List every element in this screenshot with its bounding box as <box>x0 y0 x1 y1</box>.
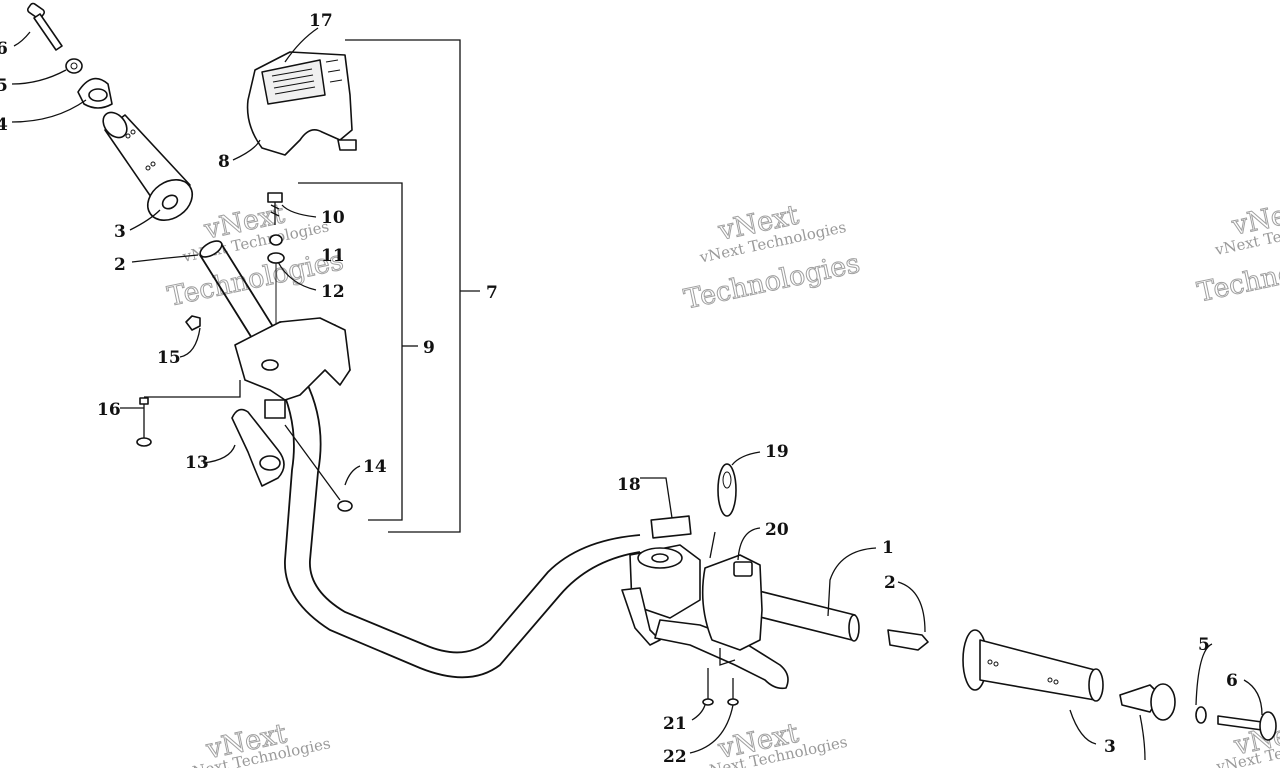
lock-washer <box>269 234 283 246</box>
right-bar-end-weight <box>1119 683 1176 721</box>
callout-20: 20 <box>765 520 789 540</box>
cap-screw <box>267 192 283 225</box>
watermark-bottom-center: vNext vNext Technologies <box>698 717 848 768</box>
switch-housing <box>234 317 351 419</box>
callout-11: 11 <box>321 246 345 266</box>
callout-5-right: 5 <box>1198 635 1210 655</box>
callout-15: 15 <box>157 348 181 368</box>
right-grip <box>962 629 1104 702</box>
callout-7: 7 <box>486 283 498 303</box>
callout-22: 22 <box>663 747 687 767</box>
callout-19: 19 <box>765 442 789 462</box>
callout-1: 1 <box>882 538 894 558</box>
throttle-lever <box>231 408 285 487</box>
callout-18: 18 <box>617 475 641 495</box>
callout-12: 12 <box>321 282 345 302</box>
left-grip <box>102 111 194 221</box>
callout-2-left: 2 <box>114 255 126 275</box>
callout-14: 14 <box>363 457 387 477</box>
callout-9: 9 <box>423 338 435 358</box>
left-bar-end-weight <box>77 77 113 109</box>
rubber-grommet <box>717 463 737 517</box>
callout-6-left: 6 <box>0 39 8 59</box>
right-grip-insert <box>887 629 929 651</box>
throttle-housing <box>701 554 763 651</box>
callout-8: 8 <box>218 152 230 172</box>
mount-screw-a <box>702 668 714 706</box>
watermark-bottom-left: vNext vNext Technologies <box>182 718 332 768</box>
brake-master-cylinder <box>621 544 701 646</box>
right-washer <box>1195 706 1207 724</box>
brake-warning-decal <box>650 515 692 539</box>
left-washer <box>65 58 83 74</box>
mount-screw-b <box>727 678 739 706</box>
leader-lines <box>11 27 1263 761</box>
lock-nut <box>185 315 201 331</box>
callout-21: 21 <box>663 714 687 734</box>
callout-labels: 6 5 4 3 2 8 17 10 11 12 15 16 13 14 9 7 … <box>0 11 1238 767</box>
callout-3-left: 3 <box>114 222 126 242</box>
callout-3-right: 3 <box>1104 737 1116 757</box>
lever-screw <box>284 424 353 512</box>
watermark-top-center: Technologies vNext vNext Technologies <box>681 199 863 316</box>
callout-2-right: 2 <box>884 573 896 593</box>
handlebar <box>199 240 860 679</box>
callout-5-left: 5 <box>0 76 8 96</box>
warning-decal <box>261 59 343 105</box>
callout-17: 17 <box>309 11 333 31</box>
callout-6-right: 6 <box>1226 671 1238 691</box>
right-end-screw <box>1217 711 1277 741</box>
brake-lever <box>654 619 789 690</box>
callout-13: 13 <box>185 453 209 473</box>
callout-16: 16 <box>97 400 121 420</box>
left-end-screw <box>26 2 63 51</box>
housing-screw <box>136 397 152 447</box>
callout-10: 10 <box>321 208 345 228</box>
callout-4: 4 <box>0 115 8 135</box>
watermark-top-right: Technologies vNext vNext Technologies <box>1194 194 1280 309</box>
